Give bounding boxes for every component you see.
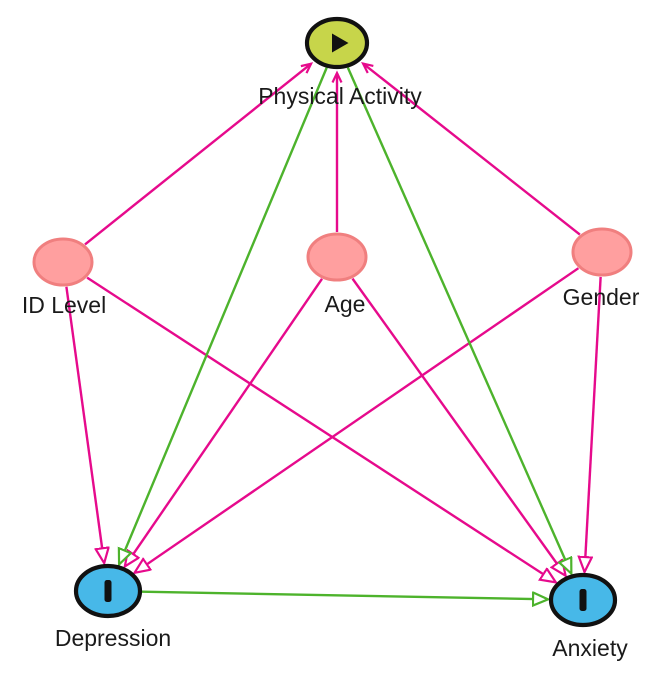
edge-gender-physical_activity[interactable]	[363, 64, 581, 236]
node-id-level[interactable]	[32, 237, 94, 287]
play-icon	[332, 33, 349, 53]
outcome-indicator-icon	[104, 580, 112, 602]
edge-physical_activity-depression[interactable]	[119, 67, 328, 565]
label-gender: Gender	[563, 284, 640, 310]
node-age[interactable]	[306, 232, 368, 282]
label-age: Age	[325, 291, 366, 317]
label-id-level: ID Level	[22, 292, 106, 318]
label-physical-activity: Physical Activity	[258, 83, 422, 109]
edge-id_level-anxiety[interactable]	[86, 276, 556, 583]
label-depression: Depression	[55, 625, 171, 651]
edge-gender-depression[interactable]	[135, 267, 580, 573]
node-gender[interactable]	[571, 227, 633, 277]
edge-age-anxiety[interactable]	[351, 277, 566, 576]
edge-age-depression[interactable]	[125, 278, 324, 567]
edge-gender-anxiety[interactable]	[585, 276, 602, 572]
outcome-indicator-icon	[579, 589, 587, 611]
edge-depression-anxiety[interactable]	[141, 590, 548, 600]
edge-id_level-physical_activity[interactable]	[84, 64, 311, 246]
edge-physical_activity-anxiety[interactable]	[346, 66, 572, 573]
edge-id_level-depression[interactable]	[65, 286, 104, 563]
label-anxiety: Anxiety	[552, 635, 628, 661]
